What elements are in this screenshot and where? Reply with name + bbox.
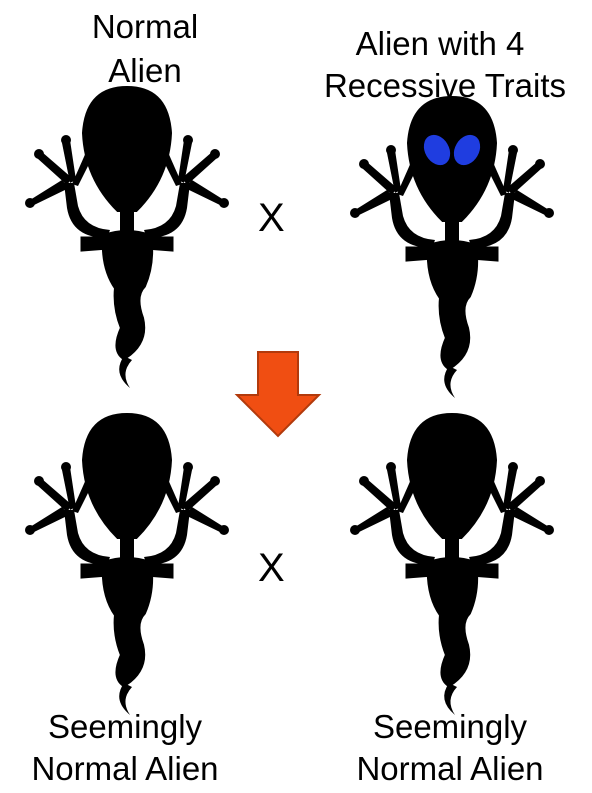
down-arrow-icon bbox=[233, 350, 323, 440]
label-offspring-left-line1: Seemingly bbox=[20, 708, 230, 746]
label-offspring-right-line1: Seemingly bbox=[345, 708, 555, 746]
label-normal-alien-line2: Alien bbox=[85, 52, 205, 90]
label-normal-alien-line1: Normal bbox=[85, 8, 205, 46]
cross-symbol-offspring: X bbox=[258, 548, 285, 588]
cross-symbol-parents: X bbox=[258, 198, 285, 238]
label-recessive-alien-line1: Alien with 4 bbox=[340, 25, 540, 63]
offspring-alien-right-figure: .n .skin{fill:#b8d88a}.n .shade{fill:#8f… bbox=[337, 415, 567, 715]
offspring-alien-left-figure: .n .skin{fill:#b8d88a}.n .shade{fill:#8f… bbox=[12, 415, 242, 715]
label-offspring-left-line2: Normal Alien bbox=[5, 750, 245, 788]
recessive-alien-figure: .r .skin{fill:#d99a1c}.r .shade{fill:#b2… bbox=[337, 98, 567, 398]
normal-alien-figure: .n .skin{fill:#b8d88a}.n .shade{fill:#8f… bbox=[12, 88, 242, 388]
label-offspring-right-line2: Normal Alien bbox=[330, 750, 570, 788]
